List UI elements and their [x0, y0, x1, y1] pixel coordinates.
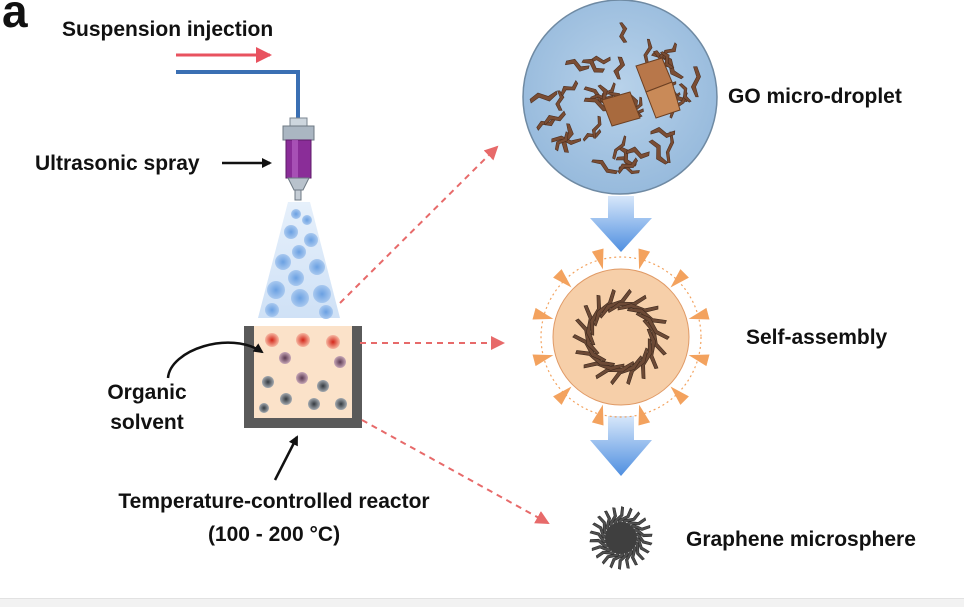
- go-flake: [650, 126, 676, 138]
- organic-solvent-label-line2: solvent: [110, 411, 184, 434]
- go-flake: [583, 305, 596, 346]
- reactor-label-line2: (100 - 200 °C): [207, 523, 341, 546]
- go-flake: [626, 307, 667, 324]
- go-flake: [593, 288, 616, 327]
- go-flake: [529, 90, 558, 104]
- go-flake: [648, 139, 669, 165]
- inward-arrow: [670, 269, 689, 288]
- go-flake: [564, 58, 590, 72]
- go-flake: [607, 294, 647, 314]
- label-arrows: [166, 158, 299, 481]
- self-assembly-sphere: [532, 248, 710, 426]
- inward-arrow: [532, 307, 554, 320]
- inward-arrow: [553, 386, 572, 405]
- go-flake: [591, 115, 602, 139]
- go-flake: [613, 56, 626, 80]
- go-flake: [678, 83, 692, 103]
- go-flake: [560, 80, 579, 97]
- self-assembly-label: Self-assembly: [746, 326, 888, 349]
- go-flake: [619, 22, 628, 43]
- go-flake: [599, 288, 632, 319]
- go-flake: [572, 334, 607, 362]
- go-flake: [543, 110, 566, 126]
- go-flake: [589, 294, 602, 336]
- graphene-microsphere: [589, 506, 653, 570]
- inward-arrow: [670, 386, 689, 405]
- go-flake: [591, 159, 619, 175]
- go-flake: [690, 66, 701, 98]
- go-flake: [582, 128, 602, 142]
- inward-arrow: [638, 248, 651, 270]
- go-flake: [595, 360, 635, 380]
- spray-cone: [258, 202, 340, 319]
- organic-solvent-label-line1: Organic: [107, 381, 187, 404]
- go-flake: [646, 328, 659, 369]
- ultrasonic-nozzle: [282, 117, 315, 201]
- inward-arrow: [688, 354, 710, 367]
- inward-arrow: [688, 307, 710, 320]
- go-flake: [640, 338, 653, 380]
- go-flake: [626, 146, 650, 159]
- go-droplet: [522, 0, 718, 195]
- bottom-strip: [0, 598, 964, 607]
- panel-letter: a: [2, 0, 28, 37]
- go-flake: [555, 90, 565, 111]
- go-flake: [575, 350, 616, 367]
- inward-arrow: [532, 354, 554, 367]
- suspension-injection-label: Suspension injection: [62, 18, 274, 41]
- reactor-vessel: [244, 326, 362, 428]
- go-flake: [635, 312, 670, 340]
- inward-arrow: [591, 248, 604, 270]
- go-flake: [626, 347, 649, 386]
- dashed-connectors: [339, 145, 550, 524]
- feed-tubing: [176, 70, 300, 122]
- flow-arrow-1: [590, 196, 652, 252]
- go-flake: [554, 131, 569, 152]
- ultrasonic-spray-label: Ultrasonic spray: [35, 152, 200, 175]
- go-flake: [575, 318, 600, 355]
- inward-arrow: [553, 269, 572, 288]
- go-flake: [659, 51, 675, 70]
- inward-arrow: [638, 404, 651, 426]
- go-flake: [610, 355, 643, 386]
- go-flake: [617, 157, 638, 175]
- reactor-label-line1: Temperature-controlled reactor: [118, 490, 430, 513]
- go-flake: [617, 303, 659, 313]
- go-flake: [583, 361, 625, 371]
- go-droplet-label: GO micro-droplet: [728, 85, 902, 108]
- flow-arrow-2: [590, 416, 652, 476]
- go-flake: [612, 135, 627, 160]
- inward-arrow: [591, 404, 604, 426]
- go-flake: [581, 58, 605, 73]
- graphene-microsphere-label: Graphene microsphere: [686, 528, 916, 551]
